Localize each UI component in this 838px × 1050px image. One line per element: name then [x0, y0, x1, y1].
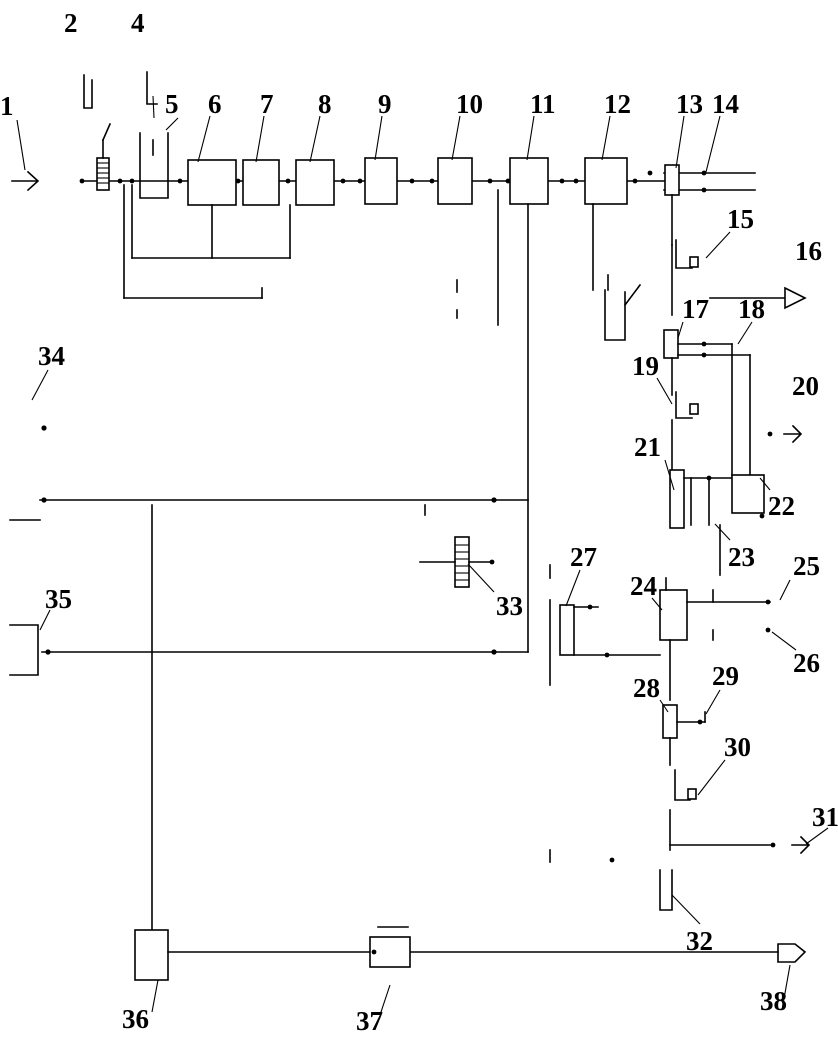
label-25: 25 — [793, 551, 820, 581]
label-6: 6 — [208, 89, 222, 119]
label-18: 18 — [738, 294, 765, 324]
label-20: 20 — [792, 371, 819, 401]
label-4: 4 — [131, 8, 145, 38]
label-21: 21 — [634, 432, 661, 462]
label-15: 15 — [727, 204, 754, 234]
inlet-arrow-1 — [11, 170, 40, 192]
label-32: 32 — [686, 926, 713, 956]
unit-2 — [83, 74, 93, 109]
label-34: 34 — [38, 341, 65, 371]
unit-10 — [437, 157, 473, 205]
unit-12 — [584, 157, 628, 205]
unit-11-drops — [497, 189, 529, 653]
unit-6 — [187, 159, 237, 206]
label-28: 28 — [633, 673, 660, 703]
middle-right-train — [549, 524, 811, 911]
label-29: 29 — [712, 661, 739, 691]
label-31: 31 — [812, 802, 838, 832]
label-33: 33 — [496, 591, 523, 621]
unit-9 — [364, 157, 398, 205]
unit-7 — [242, 159, 280, 206]
labels: 1 2 4 5 6 7 8 9 10 11 12 13 14 15 16 17 … — [0, 8, 838, 1036]
label-10: 10 — [456, 89, 483, 119]
label-35: 35 — [45, 584, 72, 614]
label-36: 36 — [122, 1004, 149, 1034]
unit-4 — [146, 71, 158, 105]
label-23: 23 — [728, 542, 755, 572]
label-26: 26 — [793, 648, 820, 678]
label-27: 27 — [570, 542, 597, 572]
label-19: 19 — [632, 351, 659, 381]
label-16: 16 — [795, 236, 822, 266]
label-17: 17 — [682, 294, 709, 324]
label-22: 22 — [768, 491, 795, 521]
label-38: 38 — [760, 986, 787, 1016]
unit-12-drop — [592, 203, 642, 341]
label-7: 7 — [260, 89, 274, 119]
label-30: 30 — [724, 732, 751, 762]
unit-11 — [509, 157, 549, 205]
label-5: 5 — [165, 89, 179, 119]
label-12: 12 — [604, 89, 631, 119]
label-9: 9 — [378, 89, 392, 119]
label-2: 2 — [64, 8, 78, 38]
label-37: 37 — [356, 1006, 383, 1036]
label-11: 11 — [530, 89, 556, 119]
return-lines — [123, 184, 291, 299]
unit-8 — [295, 159, 335, 206]
label-8: 8 — [318, 89, 332, 119]
lower-network — [9, 425, 807, 981]
label-1: 1 — [0, 91, 14, 121]
main-line-dots — [79, 170, 707, 193]
main-line — [81, 172, 756, 191]
screen-unit — [96, 122, 112, 191]
label-24: 24 — [630, 571, 657, 601]
leader-lines — [16, 95, 829, 1016]
label-14: 14 — [712, 89, 739, 119]
tank-5 — [139, 132, 169, 199]
label-13: 13 — [676, 89, 703, 119]
right-train — [663, 164, 807, 529]
